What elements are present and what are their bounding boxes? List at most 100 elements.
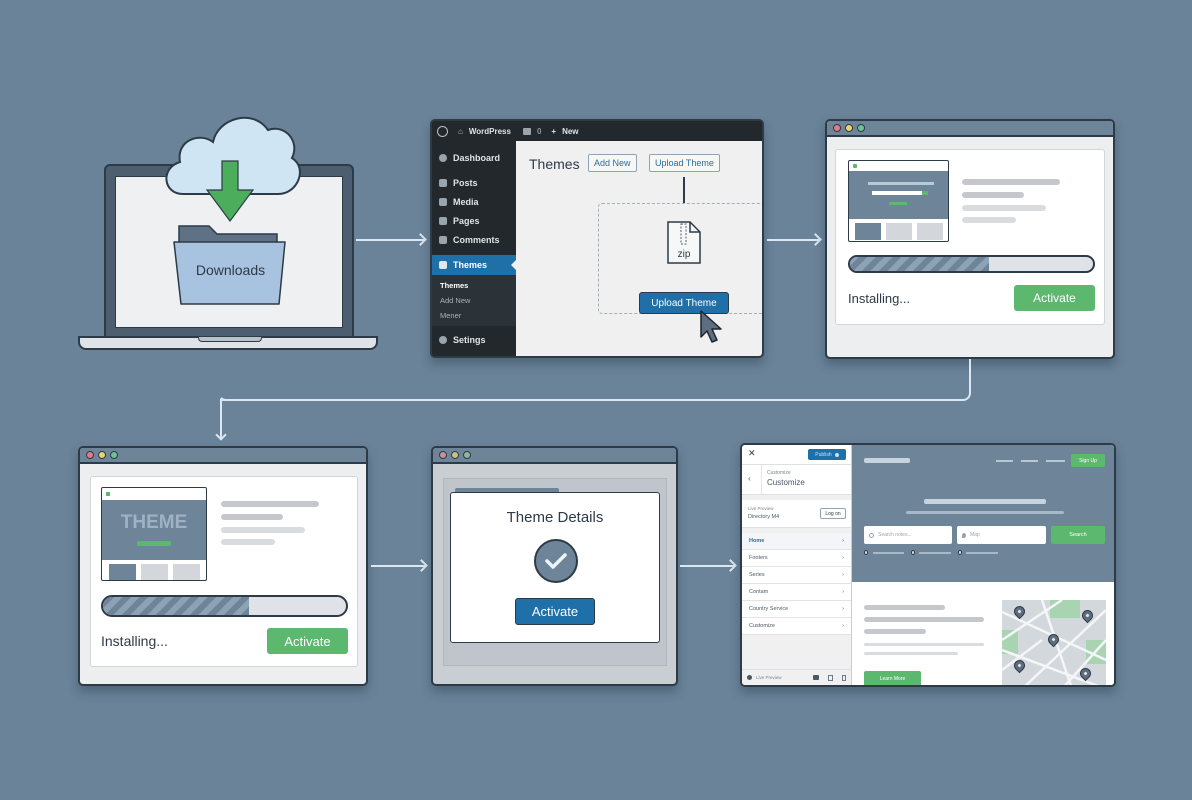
zip-file-icon (667, 221, 701, 264)
submenu-add-new[interactable]: Add New (440, 296, 471, 305)
install-progress-bar (848, 255, 1095, 273)
live-preview-label: Live Preview (748, 506, 774, 511)
menu-item-footers[interactable]: Footers› (742, 550, 851, 567)
tablet-icon[interactable] (828, 674, 833, 681)
menu-item-contam[interactable]: Contam› (742, 584, 851, 601)
maximize-dot-icon[interactable] (110, 451, 118, 459)
theme-details-modal: Theme Details Activate (450, 492, 660, 643)
close-dot-icon[interactable] (439, 451, 447, 459)
pin-icon (439, 178, 447, 187)
flow-arrow-2 (767, 239, 819, 241)
submenu-themes[interactable]: Themes (440, 281, 469, 290)
sidebar-item-settings[interactable]: Setings (432, 330, 516, 349)
comment-icon (522, 127, 531, 135)
install-status: Installing... (101, 633, 168, 649)
mobile-icon[interactable] (842, 674, 846, 681)
submenu-mener[interactable]: Mener (440, 311, 462, 320)
map-input[interactable]: Map (957, 526, 1046, 544)
theme-thumb-text: THEME (120, 512, 188, 533)
wp-sidebar: Dashboard Posts Media Pages Comments The… (432, 141, 516, 356)
wp-content: Themes Add New Upload Theme zip Upload T… (516, 141, 762, 356)
step1-laptop: Downloads (78, 110, 378, 355)
add-new-button[interactable]: Add New (588, 154, 637, 172)
menu-item-series[interactable]: Series› (742, 567, 851, 584)
search-button[interactable]: Search (1051, 526, 1105, 544)
wp-logo-icon[interactable] (437, 125, 448, 137)
adminbar-site-name[interactable]: WordPress (468, 126, 511, 136)
activate-button[interactable]: Activate (515, 598, 595, 625)
adminbar-new[interactable]: New (562, 126, 579, 136)
step5-theme-details-window: Theme Details Activate (431, 446, 678, 686)
site-preview: Sign Up Search notes... Map Search Learn… (852, 445, 1114, 685)
comments-icon (439, 235, 447, 244)
pages-icon (439, 216, 447, 225)
step6-customizer-window: ✕ Publish ‹ Customize Customize Live Pre… (740, 443, 1116, 687)
mouse-cursor-icon (700, 310, 722, 343)
sidebar-item-posts[interactable]: Posts (432, 173, 516, 192)
login-button[interactable]: Log on (820, 508, 846, 519)
activate-button[interactable]: Activate (1014, 285, 1095, 311)
step3-installing-window: Installing... Activate (825, 119, 1115, 359)
page-title: Themes (529, 156, 580, 172)
maximize-dot-icon[interactable] (857, 124, 865, 132)
minimize-dot-icon[interactable] (98, 451, 106, 459)
home-icon: ⌂ (458, 126, 463, 136)
activate-button[interactable]: Activate (267, 628, 348, 654)
plus-icon: + (551, 126, 557, 136)
publish-button[interactable]: Publish (808, 449, 846, 460)
theme-thumbnail (848, 160, 949, 242)
close-dot-icon[interactable] (833, 124, 841, 132)
folder-icon (173, 225, 286, 305)
customizer-title: Customize (767, 478, 805, 487)
upload-theme-button[interactable]: Upload Theme (639, 292, 729, 314)
close-dot-icon[interactable] (86, 451, 94, 459)
window-titlebar (827, 121, 1113, 137)
modal-title: Theme Details (506, 509, 604, 526)
brush-icon (439, 261, 447, 269)
sidebar-item-pages[interactable]: Pages (432, 211, 516, 230)
adminbar-comments-count[interactable]: 0 (536, 126, 542, 136)
signup-button[interactable]: Sign Up (1071, 454, 1105, 467)
minimize-dot-icon[interactable] (845, 124, 853, 132)
sidebar-item-themes[interactable]: Themes (432, 255, 516, 275)
sidebar-item-media[interactable]: Media (432, 192, 516, 211)
dashboard-icon (439, 153, 447, 162)
sidebar-item-dashboard[interactable]: Dashboard (432, 148, 516, 167)
theme-name: Directory M4 (748, 514, 780, 520)
install-status: Installing... (848, 291, 911, 306)
customizer-menu: Home› Footers› Series› Contam› Country S… (742, 533, 851, 635)
sidebar-item-comments[interactable]: Comments (432, 230, 516, 249)
menu-item-country-service[interactable]: Country Service› (742, 601, 851, 618)
check-circle-icon (534, 539, 578, 583)
customizer-breadcrumb: Customize (767, 470, 791, 476)
menu-item-customize[interactable]: Customize› (742, 618, 851, 635)
step4-installing-window: THEME Installing... Activate (78, 446, 368, 686)
chevron-right-icon: › (842, 572, 844, 578)
menu-item-home[interactable]: Home› (742, 533, 851, 550)
chevron-right-icon: › (842, 555, 844, 561)
zip-label: zip (677, 249, 691, 260)
learn-more-button[interactable]: Learn More (864, 671, 921, 685)
back-chevron-icon[interactable]: ‹ (748, 474, 751, 483)
customizer-sidebar: ✕ Publish ‹ Customize Customize Live Pre… (742, 445, 852, 685)
maximize-dot-icon[interactable] (463, 451, 471, 459)
minimize-dot-icon[interactable] (451, 451, 459, 459)
chevron-right-icon: › (842, 623, 844, 629)
upload-theme-top-button[interactable]: Upload Theme (649, 154, 720, 172)
flow-arrow-1 (356, 239, 424, 241)
search-icon (869, 532, 874, 538)
map-widget[interactable] (1002, 600, 1106, 685)
flow-arrow-4 (680, 565, 734, 567)
install-card: Installing... Activate (835, 149, 1105, 325)
install-progress-bar (101, 595, 348, 617)
preview-icon[interactable] (747, 675, 752, 680)
flow-connector (218, 359, 971, 401)
desktop-icon[interactable] (813, 675, 819, 680)
chevron-right-icon: › (842, 606, 844, 612)
search-input[interactable]: Search notes... (864, 526, 952, 544)
themes-submenu: Themes Add New Mener (432, 275, 516, 326)
chevron-right-icon: › (842, 538, 844, 544)
flow-arrow-3 (371, 565, 425, 567)
chevron-right-icon: › (842, 589, 844, 595)
close-icon[interactable]: ✕ (748, 448, 756, 458)
